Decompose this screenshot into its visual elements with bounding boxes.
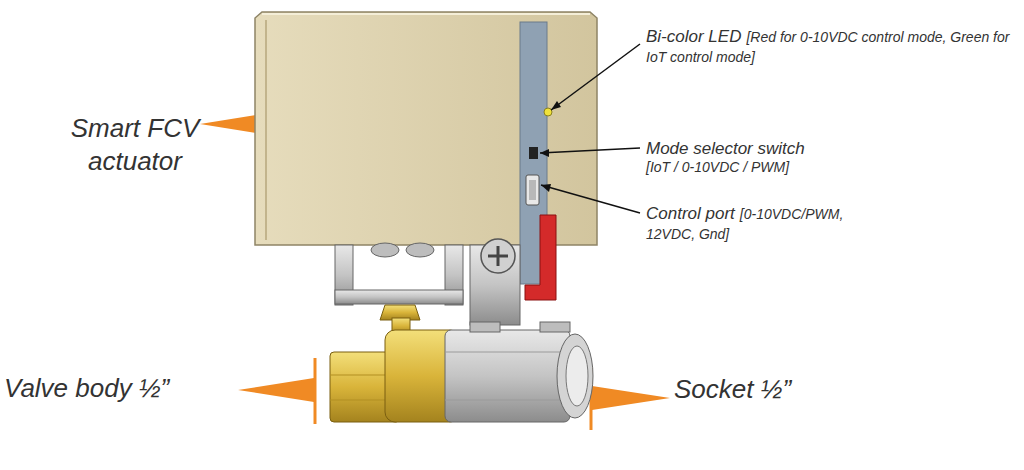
switch-note: [IoT / 0-10VDC / PWM] bbox=[646, 159, 976, 177]
led-label: Bi-color LED bbox=[646, 27, 741, 46]
valve-body-label: Valve body ½” bbox=[4, 373, 169, 403]
actuator-label: Smart FCV actuator bbox=[71, 113, 200, 176]
switch-label: Mode selector switch bbox=[646, 138, 971, 159]
label-group: Bi-color LED[Red for 0-10VDC control mod… bbox=[646, 26, 1018, 67]
port-label: Control port bbox=[646, 204, 735, 223]
socket-label: Socket ½” bbox=[674, 374, 791, 404]
label-group: Valve body ½” bbox=[4, 372, 244, 405]
label-group: Mode selector switch[IoT / 0-10VDC / PWM… bbox=[646, 138, 976, 177]
label-group: Control port[0-10VDC/PWM, 12VDC, Gnd] bbox=[646, 203, 896, 244]
label-group: Smart FCV actuator bbox=[60, 112, 210, 177]
label-group: Socket ½” bbox=[674, 373, 874, 406]
